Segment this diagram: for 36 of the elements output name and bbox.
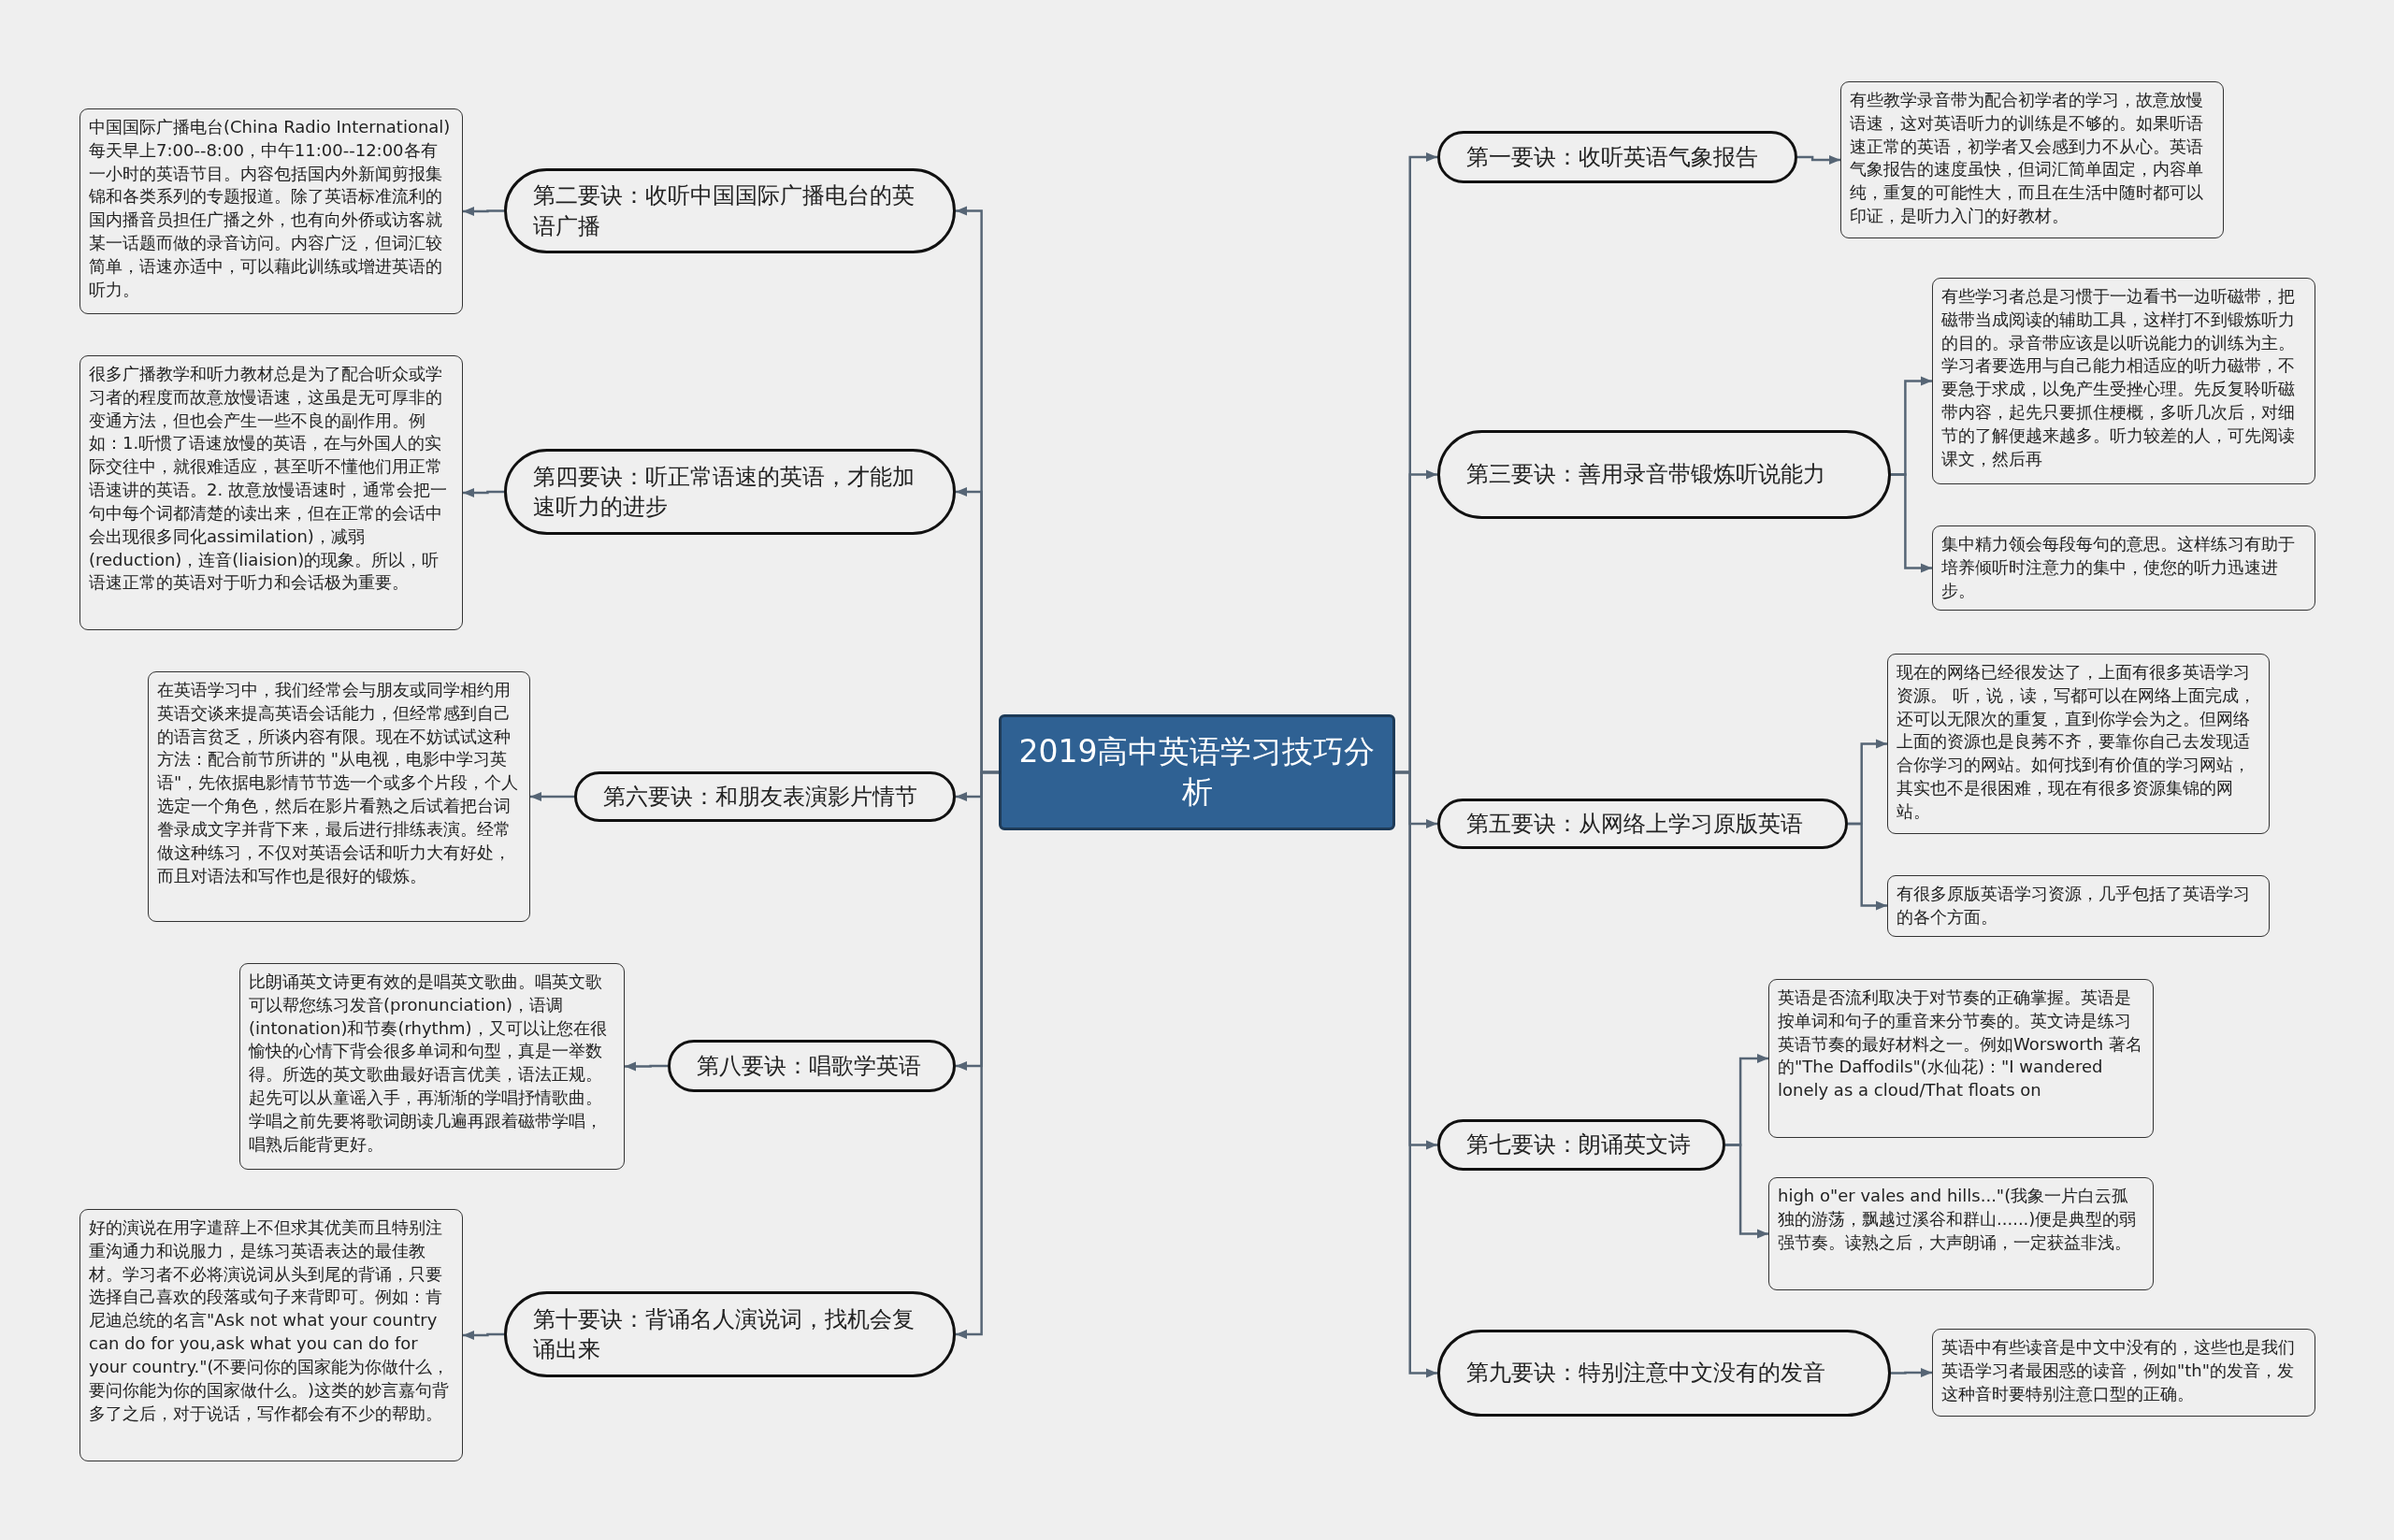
- arrow: [1797, 155, 1840, 165]
- branch-box: 第九要诀：特别注意中文没有的发音: [1437, 1330, 1891, 1417]
- note-box: 很多广播教学和听力教材总是为了配合听众或学习者的程度而故意放慢语速，这虽是无可厚非的变通方法，但也会产生一些不良的副作用。例如：1.听惯了语速放慢的英语，在与外国人的实际交往中，就很难适应，甚至听不懂他们用正常语速讲的英语。2. 故意放慢语速时，通常会把一句中每个词都清楚的读出来，但在正常的会话中会出现很多同化assimilation)，减弱(reduction)，连音(liaision)的现象。所以，听语速正常的英语对于听力和会话极为重要。: [79, 355, 463, 630]
- note-box: 中国国际广播电台(China Radio International)每天早上7:00--8:00，中午11:00--12:00各有一小时的英语节目。内容包括国内外新闻剪报集锦和各类系列的专题报道。除了英语标准流利的国内播音员担任广播之外，也有向外侨或访客就某一话题而做的录音访问。内容广泛，但词汇较简单，语速亦适中，可以藉此训练或增进英语的听力。: [79, 108, 463, 314]
- note-box: 比朗诵英文诗更有效的是唱英文歌曲。唱英文歌可以帮您练习发音(pronunciation)，语调(intonation)和节奏(rhythm)，又可以让您在很愉快的心情下背会很多单词和句型，真是一举数得。所选的英文歌曲最好语言优美，语法正规。起先可以从童谣入手，再渐渐的学唱抒情歌曲。学唱之前先要将歌词朗读几遍再跟着磁带学唱，唱熟后能背更好。: [239, 963, 625, 1170]
- arrow: [1848, 822, 1887, 911]
- arrow: [956, 770, 999, 1339]
- branch-box: 第七要诀：朗诵英文诗: [1437, 1119, 1725, 1171]
- note-box: 有些教学录音带为配合初学者的学习，故意放慢语速，这对英语听力的训练是不够的。如果听语速正常的英语，初学者又会感到力不从心。英语气象报告的速度虽快，但词汇简单固定，内容单纯，重复的可能性大，而且在生活中随时都可以印证，是听力入门的好教材。: [1840, 81, 2224, 238]
- branch-box: 第二要诀：收听中国国际广播电台的英语广播: [504, 168, 956, 253]
- arrow: [1395, 770, 1437, 1378]
- arrow: [1725, 1144, 1768, 1239]
- branch-box: 第四要诀：听正常语速的英语，才能加速听力的进步: [504, 449, 956, 535]
- note-box: high o"er vales and hills..."(我象一片白云孤独的游荡，飘越过溪谷和群山......)便是典型的弱强节奏。读熟之后，大声朗诵，一定获益非浅。: [1768, 1177, 2154, 1290]
- note-box: 英语中有些读音是中文中没有的，这些也是我们英语学习者最困惑的读音，例如"th"的发音，发这种音时要特别注意口型的正确。: [1932, 1329, 2315, 1417]
- branch-box: 第六要诀：和朋友表演影片情节: [574, 771, 956, 822]
- arrow: [463, 1331, 504, 1340]
- branch-box: 第五要诀：从网络上学习原版英语: [1437, 799, 1848, 849]
- note-box: 现在的网络已经很发达了，上面有很多英语学习资源。 听，说，读，写都可以在网络上面完成，还可以无限次的重复，直到你学会为之。但网络上面的资源也是良莠不齐，要靠你自己去发现适合你学习的网站。如何找到有价值的学习网站，其实也不是很困难，现在有很多资源集锦的网站。: [1887, 654, 2270, 834]
- branch-box: 第十要诀：背诵名人演说词，找机会复诵出来: [504, 1291, 956, 1377]
- branch-box: 第三要诀：善用录音带锻炼听说能力: [1437, 430, 1891, 519]
- note-box: 有些学习者总是习惯于一边看书一边听磁带，把磁带当成阅读的辅助工具，这样打不到锻炼听力的目的。录音带应该是以听说能力的训练为主。学习者要选用与自己能力相适应的听力磁带，不要急于求成，以免产生受挫心理。先反复聆听磁带内容，起先只要抓住梗概，多听几次后，对细节的了解便越来越多。听力较差的人，可先阅读课文，然后再: [1932, 278, 2315, 484]
- note-box: 有很多原版英语学习资源，几乎包括了英语学习的各个方面。: [1887, 875, 2270, 937]
- arrow: [1891, 1368, 1932, 1377]
- note-box: 在英语学习中，我们经常会与朋友或同学相约用英语交谈来提高英语会话能力，但经常感到自己的语言贫乏，所谈内容有限。现在不妨试试这种方法：配合前节所讲的 "从电视，电影中学习英语"，先依据电影情节节选一个或多个片段，个人选定一个角色，然后在影片看熟之后试着把台词誊录成文字并背下来，最后进行排练表演。经常做这种练习，不仅对英语会话和听力大有好处，而且对语法和写作也是很好的锻炼。: [148, 671, 530, 922]
- arrow: [1891, 473, 1932, 573]
- arrow: [463, 488, 504, 497]
- central-topic-box: 2019高中英语学习技巧分析: [999, 714, 1395, 830]
- note-box: 集中精力领会每段每句的意思。这样练习有助于培养倾听时注意力的集中，使您的听力迅速进步。: [1932, 525, 2315, 611]
- note-box: 英语是否流利取决于对节奏的正确掌握。英语是按单词和句子的重音来分节奏的。英文诗是练习英语节奏的最好材料之一。例如Worsworth 著名的"The Daffodils"(水仙花)："I wandered lonely as a cloud/That floats on: [1768, 979, 2154, 1138]
- arrow: [530, 792, 574, 801]
- branch-box: 第八要诀：唱歌学英语: [668, 1040, 956, 1092]
- branch-box: 第一要诀：收听英语气象报告: [1437, 131, 1797, 183]
- note-box: 好的演说在用字遣辞上不但求其优美而且特别注重沟通力和说服力，是练习英语表达的最佳教材。学习者不必将演说词从头到尾的背诵，只要选择自己喜欢的段落或句子来背即可。例如：肯尼迪总统的名言"Ask not what your country can do for you,ask what you can do for your country."(不要问你的国家能为你做什么，要问你能为你的国家做什么。)这类的妙言嘉句背多了之后，对于说话，写作都会有不少的帮助。: [79, 1209, 463, 1461]
- arrow: [625, 1061, 668, 1072]
- arrow: [463, 207, 504, 216]
